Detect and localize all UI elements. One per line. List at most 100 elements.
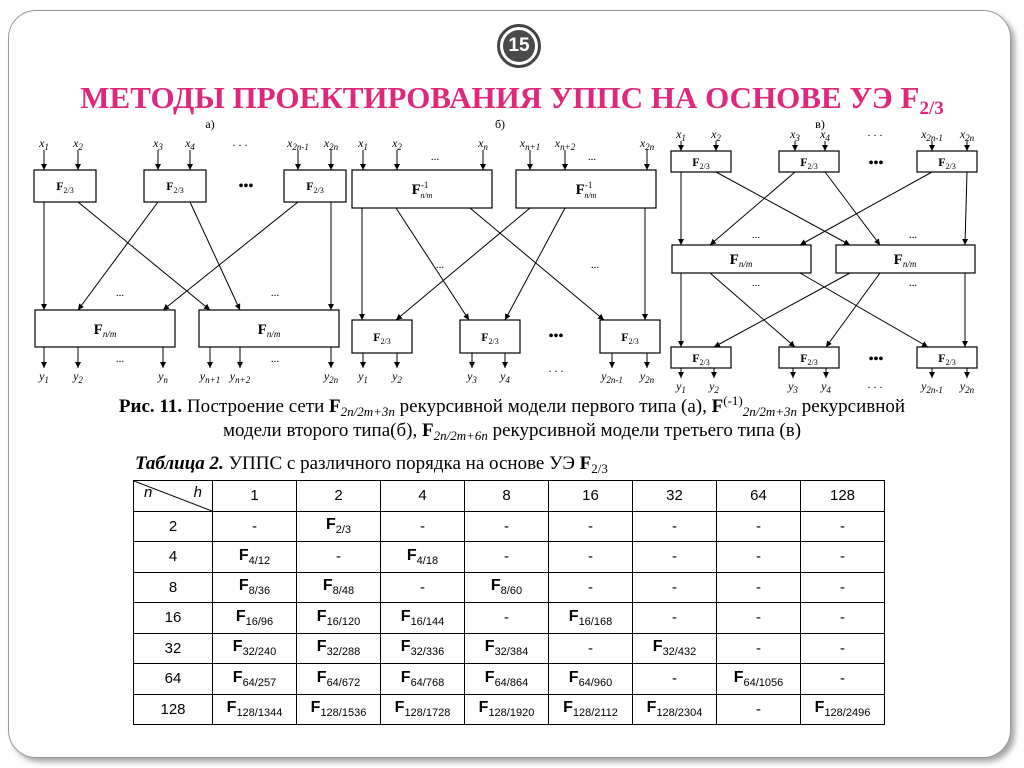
table-cell: F64/864 bbox=[464, 663, 549, 695]
input-x3: x3 bbox=[789, 127, 800, 143]
output-y2: y2 bbox=[708, 379, 719, 395]
finv-block-2 bbox=[515, 169, 657, 209]
connection-line bbox=[824, 171, 881, 246]
table-caption-text: УППС с различного порядка на основе УЭ bbox=[223, 453, 580, 474]
connection-line bbox=[715, 171, 851, 246]
table-cell: - bbox=[296, 541, 381, 573]
col-header-4: 4 bbox=[380, 480, 465, 512]
table-cell: - bbox=[716, 602, 801, 634]
table-cell: - bbox=[800, 632, 885, 664]
output-yn+1: yn+1 bbox=[199, 369, 220, 385]
table-cell: - bbox=[632, 663, 717, 695]
table-cell: F32/336 bbox=[380, 632, 465, 664]
dots: ... bbox=[909, 229, 918, 241]
table-cell: F16/120 bbox=[296, 602, 381, 634]
dots: ... bbox=[591, 259, 600, 271]
dots-big: ••• bbox=[869, 156, 884, 171]
col-header-16: 16 bbox=[548, 480, 633, 512]
table-cell: F64/1056 bbox=[716, 663, 801, 695]
output-y3: y3 bbox=[787, 379, 798, 395]
table-cell: - bbox=[632, 602, 717, 634]
table-cell: F8/48 bbox=[296, 571, 381, 603]
f23-block-b1 bbox=[459, 319, 521, 354]
connection-line bbox=[395, 207, 470, 321]
slide-number-badge: 15 bbox=[497, 24, 541, 68]
fnm-label: Fn/m bbox=[894, 252, 917, 269]
connection-line bbox=[189, 201, 241, 311]
dots: ... bbox=[588, 151, 597, 163]
slide-title: МЕТОДЫ ПРОЕКТИРОВАНИЯ УППС НА ОСНОВЕ УЭ … bbox=[0, 80, 1024, 120]
finv-block-1 bbox=[351, 169, 493, 209]
input-x1: x1 bbox=[675, 127, 686, 143]
table-cell: - bbox=[800, 571, 885, 603]
output-y2n: y2n bbox=[323, 369, 339, 385]
table-cell: - bbox=[632, 541, 717, 573]
f23-label: F2/3 bbox=[692, 155, 710, 171]
table-cell: F128/1344 bbox=[212, 693, 297, 725]
input-x2: x2 bbox=[391, 136, 402, 152]
f23-label: F2/3 bbox=[373, 330, 391, 346]
input-x2: x2 bbox=[72, 136, 83, 152]
output-y4: y4 bbox=[499, 369, 510, 385]
table-cell: F4/12 bbox=[212, 541, 297, 573]
input-x2n: x2n bbox=[639, 136, 655, 152]
caption-f2-sup: (-1) bbox=[723, 393, 743, 408]
table-label: Таблица 2. bbox=[135, 453, 224, 474]
dots: ... bbox=[431, 151, 440, 163]
connection-line bbox=[77, 201, 159, 311]
output-y3: y3 bbox=[466, 369, 477, 385]
table-cell: F8/60 bbox=[464, 571, 549, 603]
dots-big: ••• bbox=[869, 352, 884, 367]
table-caption-f: F bbox=[579, 453, 592, 474]
input-xn+2: xn+2 bbox=[554, 136, 576, 152]
table-cell: F64/960 bbox=[548, 663, 633, 695]
connection-line bbox=[962, 171, 969, 246]
fnm-label: Fn/m bbox=[730, 252, 753, 269]
connection-line bbox=[825, 272, 881, 348]
dots: . . . bbox=[868, 125, 883, 139]
dots: ... bbox=[909, 277, 918, 289]
dots: ... bbox=[436, 259, 445, 271]
table-cell: - bbox=[548, 541, 633, 573]
input-xn: xn bbox=[477, 136, 488, 152]
output-y1: y1 bbox=[675, 379, 686, 395]
output-y2n-1: y2n-1 bbox=[920, 379, 943, 395]
table-cell: - bbox=[800, 602, 885, 634]
f23-label: F2/3 bbox=[306, 179, 324, 195]
table-cell: - bbox=[464, 541, 549, 573]
dots: ... bbox=[271, 287, 280, 299]
col-header-64: 64 bbox=[716, 480, 801, 512]
caption-text-2: рекурсивной модели первого типа (а), bbox=[394, 396, 712, 417]
f23-block-c-top2 bbox=[916, 150, 978, 173]
input-x2: x2 bbox=[710, 127, 721, 143]
input-x2n-1: x2n-1 bbox=[920, 127, 943, 143]
table-cell: F128/1728 bbox=[380, 693, 465, 725]
col-header-8: 8 bbox=[464, 480, 549, 512]
row-header-4: 4 bbox=[133, 541, 213, 573]
output-y1: y1 bbox=[38, 369, 49, 385]
output-y2n: y2n bbox=[959, 379, 975, 395]
table-cell: F16/168 bbox=[548, 602, 633, 634]
f23-block-a1 bbox=[143, 169, 207, 203]
table-cell: F128/1920 bbox=[464, 693, 549, 725]
connection-line bbox=[469, 207, 605, 321]
f23-label: F2/3 bbox=[800, 155, 818, 171]
output-y2n: y2n bbox=[639, 369, 655, 385]
caption-f3-sub: 2n/2m+6n bbox=[433, 428, 488, 443]
dots: ... bbox=[752, 277, 761, 289]
table-cell: F4/18 bbox=[380, 541, 465, 573]
table-cell: F64/768 bbox=[380, 663, 465, 695]
table-cell: - bbox=[212, 510, 297, 542]
table-cell: F128/2496 bbox=[800, 693, 885, 725]
f23-block-c-bot0 bbox=[670, 346, 732, 369]
label-c: в) bbox=[815, 117, 825, 131]
f23-block-c-top1 bbox=[778, 150, 840, 173]
input-x4: x4 bbox=[819, 127, 830, 143]
table-cell: F32/432 bbox=[632, 632, 717, 664]
